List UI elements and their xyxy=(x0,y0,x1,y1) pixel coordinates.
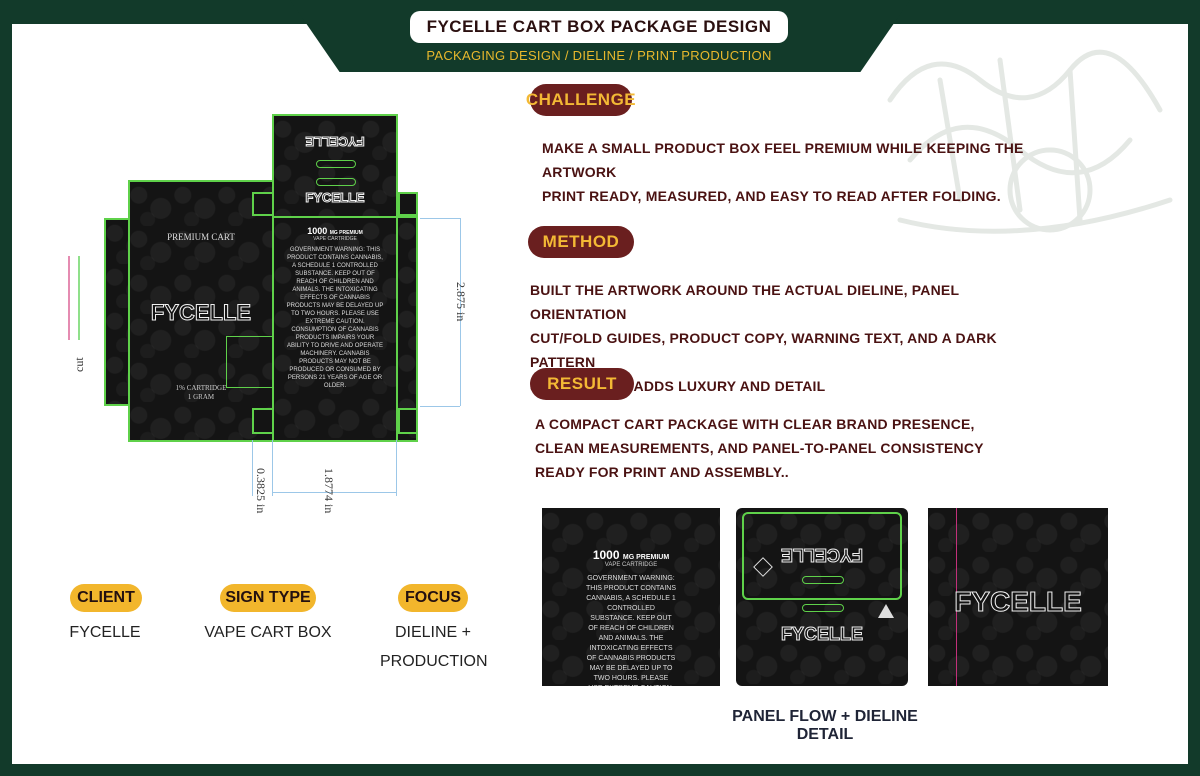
mg-number: 1000 xyxy=(307,226,328,236)
side-panel-right xyxy=(396,216,418,442)
mg-premium: MG PREMIUM xyxy=(329,230,363,236)
bottom-flap-b xyxy=(398,408,418,434)
top-lid-panel: FYCELLE FYCELLE xyxy=(272,114,398,218)
warning-triangle-icon xyxy=(878,604,894,618)
focus-value: DIELINE + PRODUCTION xyxy=(380,618,488,676)
mg-vape: VAPE CARTRIDGE xyxy=(313,236,357,242)
measure-top-tick xyxy=(420,218,460,219)
panel-flow-caption: PANEL FLOW + DIELINE DETAIL xyxy=(732,708,918,743)
preview-hang-tab-bottom xyxy=(802,604,844,612)
cut-guide-pink xyxy=(68,256,70,340)
cut-label: cut xyxy=(72,357,86,372)
mg-line: 1000 MG PREMIUM xyxy=(274,226,396,236)
dim-depth: 0.3825 in xyxy=(254,468,268,514)
result-pill: RESULT xyxy=(530,368,634,400)
challenge-pill: CHALLENGE xyxy=(526,84,636,116)
front-panel: PREMIUM CART FYCELLE 1% CARTRIDGE 1 GRAM xyxy=(128,180,274,442)
challenge-line-1: MAKE A SMALL PRODUCT BOX FEEL PREMIUM WH… xyxy=(542,140,1024,180)
measure-bottom-tick xyxy=(420,406,460,407)
measure-mid-tick xyxy=(272,440,273,496)
hang-tab-top xyxy=(316,160,356,168)
cut-guide-green xyxy=(78,256,80,340)
client-value: FYCELLE xyxy=(69,624,141,641)
client-pill: CLIENT xyxy=(70,584,142,612)
focus-value-line-2: PRODUCTION xyxy=(380,653,488,670)
preview-mg-line: 1000 MG PREMIUM xyxy=(542,548,720,562)
focus-pill: FOCUS xyxy=(398,584,468,612)
result-line-2: CLEAN MEASUREMENTS, AND PANEL-TO-PANEL C… xyxy=(535,440,984,456)
front-brand: FYCELLE xyxy=(150,300,252,326)
challenge-line-2: PRINT READY, MEASURED, AND EASY TO READ … xyxy=(542,188,1001,204)
preview-hang-tab-top xyxy=(802,576,844,584)
cartridge-label-1: 1% CARTRIDGE xyxy=(175,384,227,392)
back-panel: 1000 MG PREMIUM VAPE CARTRIDGE GOVERNMEN… xyxy=(272,216,398,442)
result-line-1: A COMPACT CART PACKAGE WITH CLEAR BRAND … xyxy=(535,416,975,432)
preview-warning-text: GOVERNMENT WARNING: THIS PRODUCT CONTAIN… xyxy=(586,575,676,686)
preview-front-brand: FYCELLE xyxy=(954,586,1083,618)
hang-tab-bottom xyxy=(316,178,356,186)
tuck-flap-a xyxy=(252,192,274,216)
method-line-2: CUT/FOLD GUIDES, PRODUCT COPY, WARNING T… xyxy=(530,330,997,370)
lid-brand-inverted: FYCELLE xyxy=(305,134,365,150)
graffiti-watermark xyxy=(887,49,1173,234)
warning-text: GOVERNMENT WARNING: THIS PRODUCT CONTAIN… xyxy=(286,247,384,389)
dieline-illustration: cut PREMIUM CART FYCELLE 1% CARTRIDGE 1 … xyxy=(0,0,520,560)
measure-right-tick xyxy=(396,440,397,496)
lid-brand: FYCELLE xyxy=(305,190,365,206)
preview-fold-line xyxy=(956,508,957,686)
dim-width: 1.8774 in xyxy=(322,468,336,514)
dim-height: 2.875 in xyxy=(454,282,468,322)
challenge-text: MAKE A SMALL PRODUCT BOX FEEL PREMIUM WH… xyxy=(542,136,1062,208)
page-subtitle: PACKAGING DESIGN / DIELINE / PRINT PRODU… xyxy=(426,48,772,63)
preview-panel-lid: FYCELLE FYCELLE xyxy=(736,508,908,686)
focus-value-line-1: DIELINE + xyxy=(394,624,472,641)
premium-cart-label: PREMIUM CART xyxy=(167,232,235,242)
preview-lid-outline xyxy=(742,512,902,600)
preview-panel-front: FYCELLE xyxy=(928,508,1108,686)
preview-lid-brand: FYCELLE xyxy=(780,624,863,645)
tuck-flap-b xyxy=(398,192,418,216)
cartridge-label-2: 1 GRAM xyxy=(187,393,215,401)
preview-panel-back: 1000 MG PREMIUM VAPE CARTRIDGE GOVERNMEN… xyxy=(542,508,720,686)
method-pill: METHOD xyxy=(528,226,634,258)
sign-type-pill: SIGN TYPE xyxy=(220,584,316,612)
page-title: FYCELLE CART BOX PACKAGE DESIGN xyxy=(410,11,788,43)
preview-mg-number: 1000 xyxy=(592,548,620,562)
sign-type-value: VAPE CART BOX xyxy=(204,624,332,641)
measure-height-line xyxy=(460,218,461,406)
front-window xyxy=(226,336,272,388)
result-text: A COMPACT CART PACKAGE WITH CLEAR BRAND … xyxy=(535,412,1055,484)
side-flap-left xyxy=(104,218,130,406)
measure-left-tick xyxy=(252,440,253,496)
preview-mg-premium: MG PREMIUM xyxy=(622,554,670,561)
preview-mg-vape: VAPE CARTRIDGE xyxy=(604,562,658,568)
bottom-flap-a xyxy=(252,408,274,434)
measure-width-line xyxy=(272,492,396,493)
method-line-1: BUILT THE ARTWORK AROUND THE ACTUAL DIEL… xyxy=(530,282,959,322)
result-line-3: READY FOR PRINT AND ASSEMBLY.. xyxy=(535,464,789,480)
